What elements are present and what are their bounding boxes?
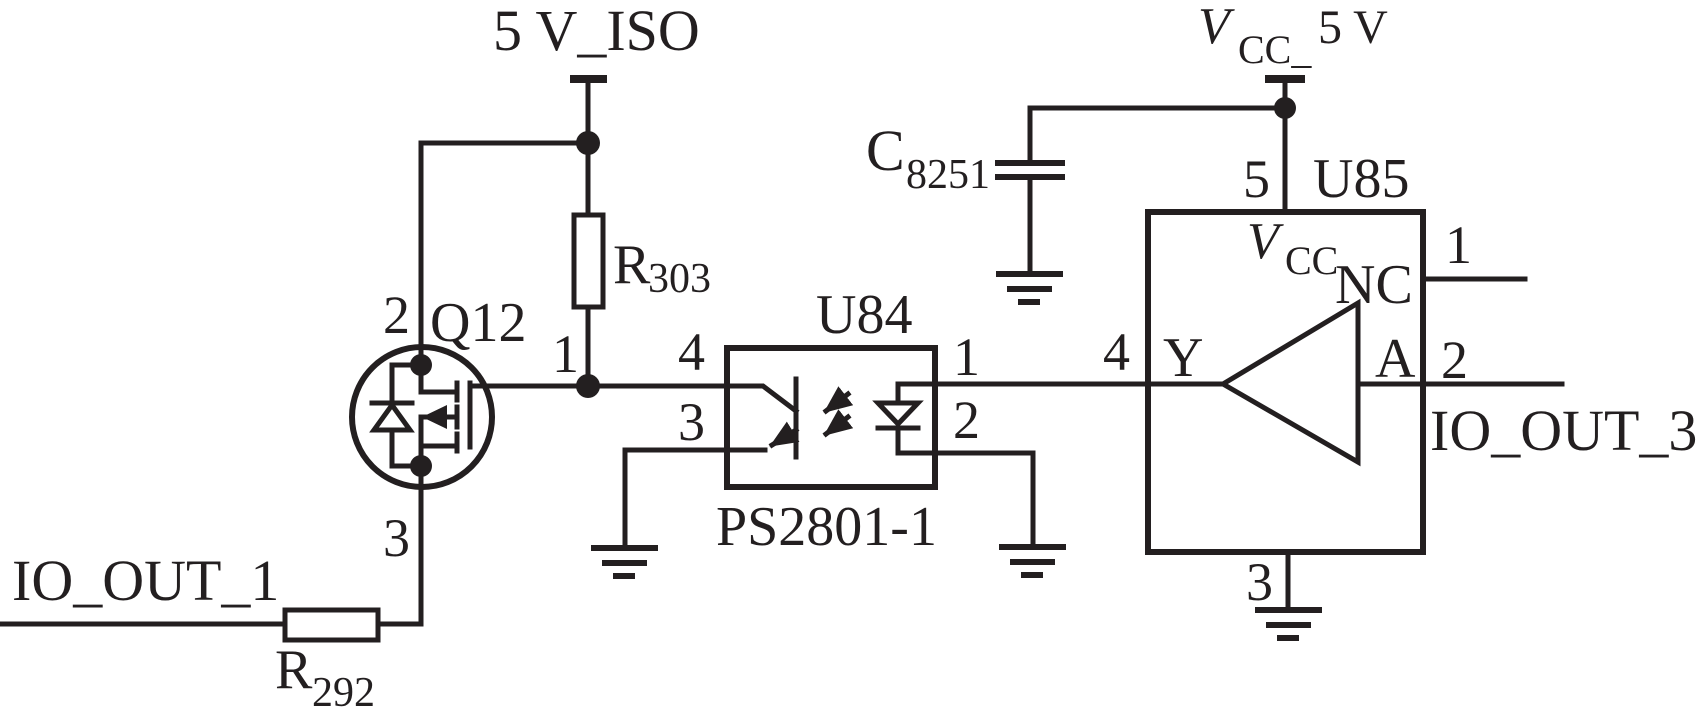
u85-a-label: A [1375, 328, 1416, 390]
u85-pin4-label: 4 [1103, 322, 1130, 382]
component-box [724, 345, 938, 490]
junction-dot [410, 354, 432, 376]
resistor-body [282, 607, 381, 643]
junction-dot [576, 374, 600, 398]
u84-part-label: PS2801-1 [716, 496, 937, 558]
power-rail-vcc-5v: V CC_ 5 V [1027, 0, 1388, 215]
u85-pin1-label: 1 [1445, 215, 1472, 275]
u84-ref-label: U84 [816, 284, 912, 346]
io-out-1-label: IO_OUT_1 [12, 548, 279, 613]
power-rail-5v-iso: 5 V_ISO [418, 0, 700, 368]
u85-vcc-label-sub: CC [1285, 238, 1338, 283]
vcc-5v-label: V [1198, 0, 1235, 55]
junction-dot [576, 131, 600, 155]
u85-pin5-label: 5 [1243, 149, 1270, 209]
wire [1027, 105, 1288, 166]
resistor-body [571, 212, 606, 310]
io-out-1-branch: IO_OUT_1 R 292 [0, 548, 424, 712]
led-gnd-wire [895, 450, 1036, 550]
light-arrow-icon [822, 386, 854, 415]
q12-pin2-label: 2 [383, 285, 410, 345]
u84-pin1-label: 1 [953, 327, 980, 387]
q12-ref-label: Q12 [430, 292, 526, 354]
u85-vcc-label: V [1247, 213, 1284, 270]
ground-u84-pin3 [591, 545, 658, 579]
power-rail-5v-iso-label: 5 V_ISO [493, 0, 700, 63]
q12-pin1-label: 1 [552, 324, 579, 384]
collector-wire [724, 383, 800, 415]
u84-pin4-label: 4 [678, 322, 705, 382]
q12-pin3-label: 3 [383, 508, 410, 568]
vcc-5v-label-sub: CC_ [1238, 27, 1312, 72]
optocoupler-u84: U84 4 3 1 2 PS2801-1 [622, 284, 1036, 558]
resistor-r292-label: R [275, 639, 313, 701]
led-triangle [872, 400, 924, 428]
ground-u85-pin3 [1255, 607, 1322, 641]
u85-y-label: Y [1163, 327, 1203, 389]
capacitor-c8251-sub: 8251 [906, 152, 990, 198]
u85-pin3-label: 3 [1246, 552, 1273, 612]
resistor-r292-sub: 292 [312, 670, 375, 712]
light-arrow-icon [822, 409, 854, 438]
u85-ref-label: U85 [1313, 148, 1409, 210]
capacitor-c8251: C 8251 [866, 118, 1065, 277]
u85-pin2-label: 2 [1441, 330, 1468, 390]
resistor-r303-label: R [613, 234, 651, 296]
emitter-net-wire [622, 447, 768, 551]
wire [418, 140, 591, 368]
ground-u84-pin2 [999, 544, 1066, 578]
resistor-r303-sub: 303 [648, 256, 711, 302]
vcc-5v-label-tail: 5 V [1318, 1, 1388, 54]
body-diode-triangle [369, 400, 415, 433]
emitter-arrow-icon [768, 421, 800, 449]
buffer-u85: 5 U85 V CC NC 1 Y 4 A 2 3 IO_OUT_3 [895, 148, 1697, 613]
resistor-r303: R 303 [571, 212, 711, 389]
capacitor-c8251-label: C [866, 118, 905, 183]
u85-nc-label: NC [1335, 254, 1413, 316]
mosfet-q12: 2 Q12 1 3 [349, 285, 730, 627]
u84-pin3-label: 3 [678, 392, 705, 452]
io-out-3-label: IO_OUT_3 [1430, 398, 1697, 463]
u84-pin2-label: 2 [953, 390, 980, 450]
ground-c8251 [996, 271, 1063, 305]
body-arrow-icon [422, 405, 447, 429]
